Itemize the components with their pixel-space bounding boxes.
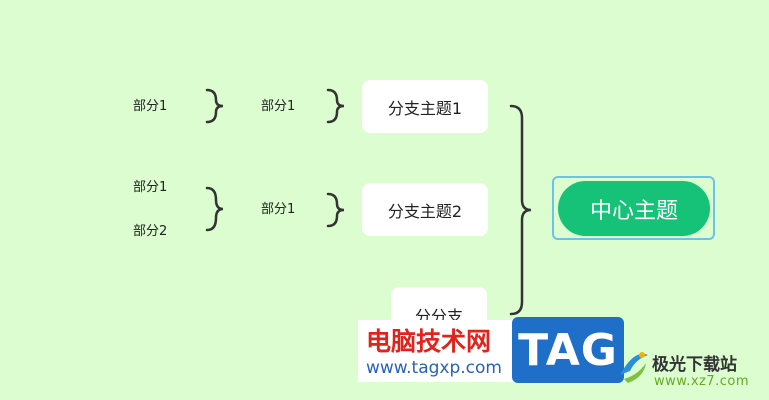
center-topic-selection[interactable]: 中心主题 bbox=[552, 176, 715, 240]
center-topic[interactable]: 中心主题 bbox=[558, 181, 710, 236]
branch-topic-1[interactable]: 分支主题1 bbox=[362, 80, 488, 133]
watermark-site-name: 极光下载站 bbox=[652, 355, 737, 375]
watermark-tagxp: 电脑技术网 www.tagxp.com bbox=[358, 320, 518, 382]
tag-logo-text: TAG bbox=[518, 324, 618, 376]
tag-logo: TAG bbox=[512, 317, 624, 383]
subnode-b2-sub-2[interactable]: 部分2 bbox=[133, 224, 168, 239]
brace-connector bbox=[205, 186, 224, 232]
brace-connector bbox=[205, 88, 224, 124]
brace-connector bbox=[326, 88, 345, 124]
watermark-title: 电脑技术网 bbox=[366, 327, 492, 356]
branch-topic-label: 分支主题2 bbox=[387, 201, 463, 221]
subnode-b2-sub-1[interactable]: 部分1 bbox=[133, 180, 168, 195]
branch-topic-2[interactable]: 分支主题2 bbox=[362, 183, 488, 236]
subnode-b2-part[interactable]: 部分1 bbox=[261, 202, 296, 217]
brace-connector bbox=[326, 192, 345, 228]
subnode-b1-part[interactable]: 部分1 bbox=[261, 99, 296, 114]
main-brace-connector bbox=[509, 104, 532, 316]
branch-topic-label: 分支主题1 bbox=[387, 98, 463, 118]
center-topic-label: 中心主题 bbox=[589, 198, 678, 224]
watermark-url: www.tagxp.com bbox=[366, 358, 502, 378]
subnode-b1-sub[interactable]: 部分1 bbox=[133, 99, 168, 114]
watermark-site-url: www.xz7.com bbox=[654, 374, 750, 389]
xz7-logo-icon bbox=[620, 352, 648, 383]
